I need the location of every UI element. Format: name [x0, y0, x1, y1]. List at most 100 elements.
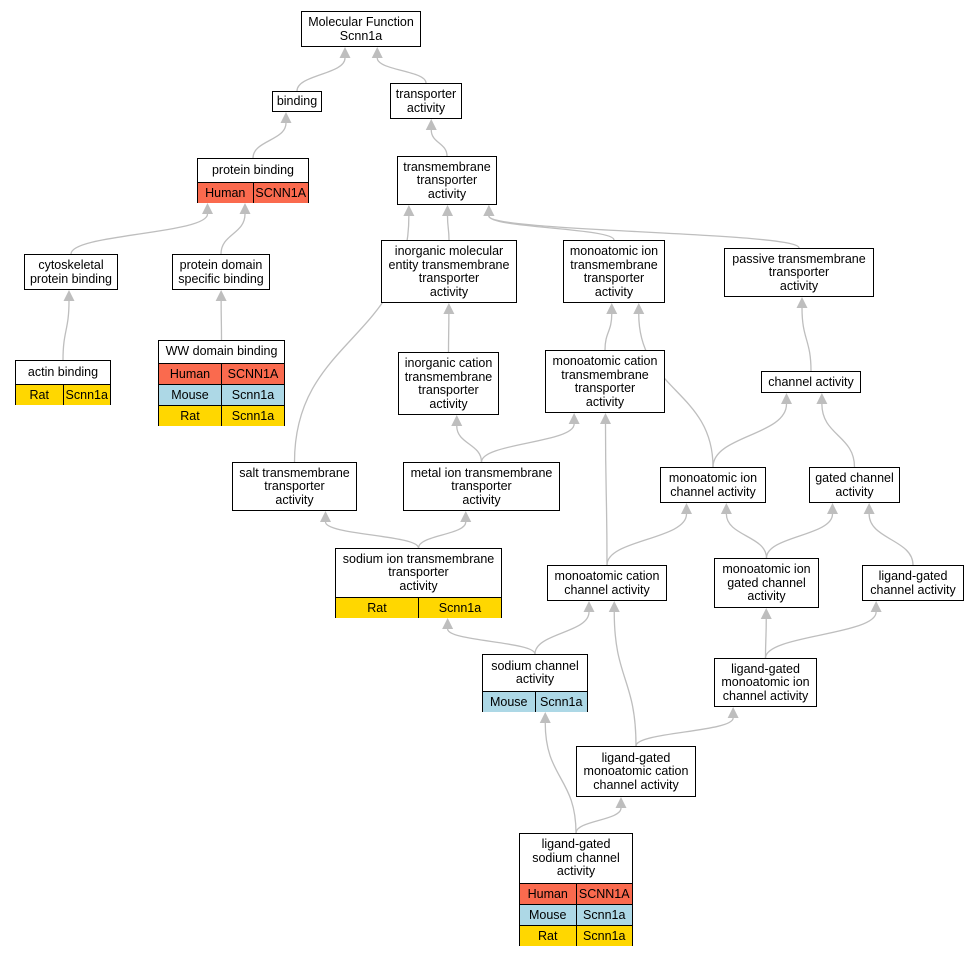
- go-term-monoatomic-ion-gated-channel[interactable]: monoatomic ion gated channel activity: [714, 558, 819, 608]
- go-term-passive-tt[interactable]: passive transmembrane transporter activi…: [724, 248, 874, 297]
- go-term-monoatomic-ion-channel[interactable]: monoatomic ion channel activity: [660, 467, 766, 503]
- arrowhead: [443, 303, 455, 314]
- term-label: ligand-gated monoatomic ion channel acti…: [721, 661, 810, 703]
- edge-line: [725, 513, 768, 559]
- species-label: Human: [169, 367, 211, 381]
- edge-line: [252, 122, 287, 159]
- arrowhead: [583, 601, 595, 612]
- gene-symbol: Scnn1a: [62, 385, 111, 405]
- term-label: ligand-gated monoatomic cation channel a…: [583, 750, 689, 792]
- arrowhead: [827, 503, 838, 514]
- arrowhead: [608, 601, 620, 612]
- arrowhead: [339, 47, 351, 58]
- edge-line: [417, 521, 467, 549]
- term-label: monoatomic cation transmembrane transpor…: [552, 354, 658, 409]
- term-label: transporter activity: [395, 87, 457, 115]
- term-label: monoatomic cation channel activity: [554, 569, 660, 597]
- go-term-sodium-ion-tt[interactable]: sodium ion transmembrane transporter act…: [335, 548, 502, 618]
- arrowhead: [781, 393, 792, 404]
- go-term-transmembrane-transporter-activity[interactable]: transmembrane transporter activity: [397, 156, 497, 205]
- edge-line: [868, 513, 914, 566]
- species-label: Rat: [29, 388, 49, 402]
- edge-line: [764, 611, 877, 659]
- arrowhead: [600, 413, 611, 424]
- arrowhead: [63, 290, 75, 301]
- term-label: passive transmembrane transporter activi…: [732, 251, 866, 293]
- go-term-ligand-gated-channel[interactable]: ligand-gated channel activity: [862, 565, 964, 601]
- go-term-ligand-gated-monoatomic-ion-channel[interactable]: ligand-gated monoatomic ion channel acti…: [714, 658, 817, 707]
- species-label: Mouse: [489, 695, 528, 709]
- arrowhead: [442, 618, 454, 629]
- go-term-monoatomic-ion-tt[interactable]: monoatomic ion transmembrane transporter…: [563, 240, 665, 303]
- term-label: cytoskeletal protein binding: [29, 258, 112, 286]
- go-term-molecular-function[interactable]: Molecular Function Scnn1a: [301, 11, 421, 47]
- term-label: monoatomic ion channel activity: [668, 471, 758, 499]
- arrowhead: [320, 511, 331, 522]
- edge-line: [575, 807, 622, 834]
- edge-line: [62, 300, 70, 361]
- go-term-gated-channel[interactable]: gated channel activity: [809, 467, 900, 503]
- edge-line: [638, 313, 714, 468]
- edge-line: [488, 215, 800, 249]
- go-term-inorganic-cation-tt[interactable]: inorganic cation transmembrane transport…: [398, 352, 499, 415]
- arrowhead: [425, 119, 437, 130]
- arrowhead: [615, 797, 627, 808]
- edge-line: [765, 513, 834, 559]
- term-label: actin binding: [27, 364, 99, 379]
- edge-line: [376, 57, 427, 84]
- go-term-binding[interactable]: binding: [272, 91, 322, 112]
- term-label: WW domain binding: [165, 344, 278, 359]
- arrowhead: [403, 205, 415, 216]
- go-term-cytoskeletal-protein-binding[interactable]: cytoskeletal protein binding: [24, 254, 118, 290]
- arrowhead: [760, 608, 772, 619]
- term-label: sodium channel activity: [491, 658, 579, 686]
- term-label: salt transmembrane transporter activity: [239, 465, 350, 507]
- arrowhead: [215, 290, 227, 301]
- go-term-monoatomic-cation-channel[interactable]: monoatomic cation channel activity: [547, 565, 667, 601]
- species-label: Mouse: [171, 388, 209, 402]
- go-term-channel-activity[interactable]: channel activity: [761, 371, 861, 393]
- term-label: Molecular Function Scnn1a: [308, 15, 414, 43]
- gene-symbol: Scnn1a: [575, 905, 633, 925]
- edge-line: [544, 722, 577, 834]
- species-label: Rat: [180, 409, 200, 423]
- species-label: Rat: [367, 601, 387, 615]
- arrowhead: [539, 712, 551, 723]
- term-label: transmembrane transporter activity: [403, 159, 491, 201]
- gene-symbol: Scnn1a: [575, 926, 633, 946]
- edge-line: [821, 403, 856, 468]
- edge-line: [70, 213, 209, 255]
- edge-line: [480, 423, 575, 463]
- arrowhead: [442, 205, 453, 216]
- go-term-monoatomic-cation-tt[interactable]: monoatomic cation transmembrane transpor…: [545, 350, 665, 413]
- go-term-metal-ion-tt[interactable]: metal ion transmembrane transporter acti…: [403, 462, 560, 511]
- edge-line: [606, 513, 688, 566]
- go-term-protein-domain-specific-binding[interactable]: protein domain specific binding: [172, 254, 270, 290]
- go-term-inorganic-molecular-entity-tt[interactable]: inorganic molecular entity transmembrane…: [381, 240, 517, 303]
- arrowhead: [633, 303, 645, 314]
- go-term-salt-tt[interactable]: salt transmembrane transporter activity: [232, 462, 357, 511]
- ortholog-row: Rat Scnn1a: [16, 384, 110, 405]
- gene-symbol: Scnn1a: [418, 598, 501, 618]
- arrowhead: [727, 707, 739, 718]
- go-term-ligand-gated-monoatomic-cation-channel[interactable]: ligand-gated monoatomic cation channel a…: [576, 746, 696, 797]
- term-label: protein binding: [211, 162, 294, 177]
- arrowhead: [796, 297, 808, 308]
- term-label: channel activity: [768, 374, 854, 389]
- go-term-transporter-activity[interactable]: transporter activity: [390, 83, 462, 119]
- arrowhead: [460, 511, 472, 522]
- arrowhead: [681, 503, 692, 514]
- edge-line: [613, 611, 637, 747]
- term-label: gated channel activity: [815, 471, 894, 499]
